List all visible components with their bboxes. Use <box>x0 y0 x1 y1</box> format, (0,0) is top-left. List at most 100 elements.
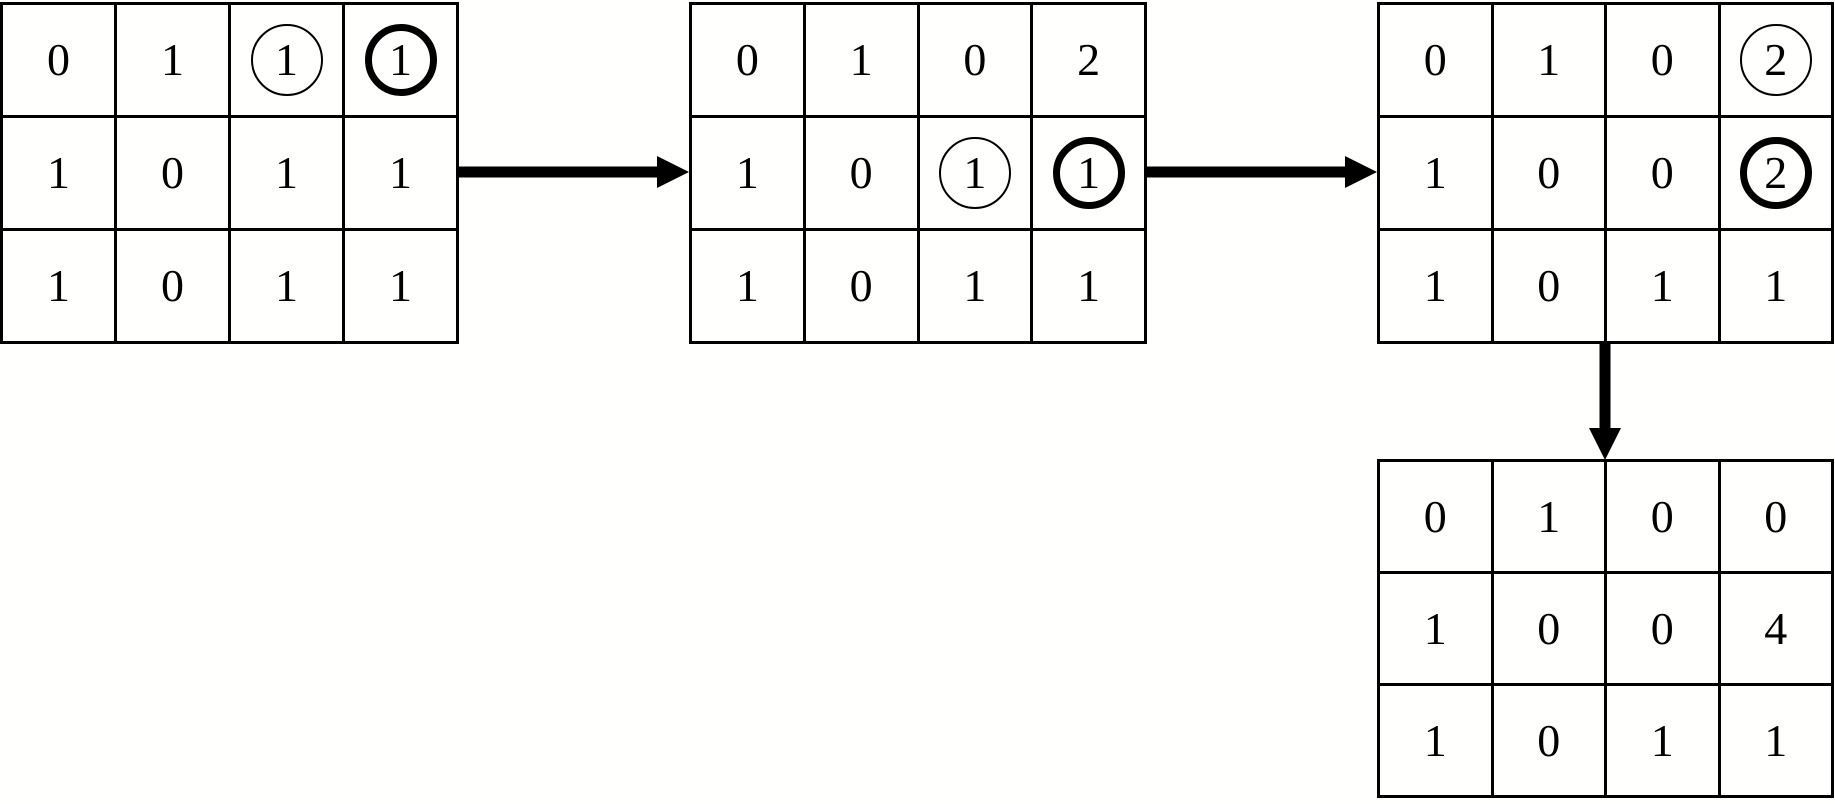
matrix-cell: 0 <box>1607 118 1721 231</box>
matrix-cell: 1 <box>1380 118 1494 231</box>
matrix-cell-value: 1 <box>1423 147 1447 198</box>
matrix-cell-value: 1 <box>735 260 759 311</box>
matrix-cell-value: 1 <box>963 147 987 198</box>
matrix-cell-value: 0 <box>1650 602 1674 654</box>
matrix-cell-value: 0 <box>1650 34 1674 85</box>
matrix-cell: 0 <box>1493 231 1607 344</box>
highlight-ring-thin-icon <box>250 24 323 96</box>
matrix-cell-value: 1 <box>47 147 70 198</box>
matrix-cell-value: 2 <box>1764 147 1788 198</box>
matrix-cell-value: 0 <box>1537 602 1561 654</box>
matrix-cell: 1 <box>692 231 806 344</box>
matrix-cell-value: 1 <box>161 34 184 85</box>
matrix-cell-value: 0 <box>1764 490 1788 542</box>
matrix-cell: 1 <box>231 5 345 118</box>
matrix-cell: 0 <box>117 118 231 231</box>
matrix-cell-value: 0 <box>1423 490 1447 542</box>
matrix-cell-value: 0 <box>1537 714 1561 766</box>
matrix-cell-value: 2 <box>1764 34 1788 85</box>
matrix-cell: 1 <box>3 118 117 231</box>
matrix-cell: 1 <box>1033 231 1147 344</box>
matrix-cell-value: 0 <box>47 34 70 85</box>
matrix-cell-value: 1 <box>1650 714 1674 766</box>
matrix-cell-value: 4 <box>1764 602 1788 654</box>
matrix-cell: 1 <box>919 231 1034 344</box>
matrix-cell: 0 <box>1380 5 1494 118</box>
matrix-cell: 0 <box>117 231 231 344</box>
matrix-cell: 0 <box>919 5 1034 118</box>
matrix-cell-value: 1 <box>1077 147 1101 198</box>
matrix-cell-value: 1 <box>389 147 412 198</box>
matrix-cell-value: 1 <box>47 260 70 311</box>
matrix-cell: 0 <box>1607 5 1721 118</box>
matrix-cell-value: 1 <box>389 34 412 85</box>
matrix-cell: 0 <box>692 5 806 118</box>
matrix-cell-value: 1 <box>275 147 298 198</box>
matrix-cell: 1 <box>231 231 345 344</box>
matrix-cell: 1 <box>345 118 459 231</box>
matrix-cell: 1 <box>1720 686 1834 798</box>
matrix-cell: 1 <box>1607 686 1721 798</box>
highlight-ring-thick-icon <box>1052 137 1125 209</box>
highlight-ring-thin-icon <box>1739 24 1812 96</box>
matrix-cell: 1 <box>805 5 920 118</box>
matrix-cell-value: 0 <box>1537 147 1561 198</box>
matrix-cell: 4 <box>1720 574 1834 686</box>
matrix-cell-value: 1 <box>1423 260 1447 311</box>
matrix-cell: 0 <box>805 118 920 231</box>
matrix-cell-value: 0 <box>735 34 759 85</box>
matrix-cell: 1 <box>1493 5 1607 118</box>
highlight-ring-thick-icon <box>1739 137 1812 209</box>
matrix-cell-value: 1 <box>849 34 873 85</box>
matrix-cell-value: 1 <box>1764 260 1788 311</box>
highlight-ring-thick-icon <box>364 24 437 96</box>
matrix-cell: 0 <box>1380 462 1494 574</box>
matrix-cell: 1 <box>345 231 459 344</box>
matrix-cell: 0 <box>1493 686 1607 798</box>
matrix-cell: 1 <box>1380 231 1494 344</box>
matrix-cell: 1 <box>692 118 806 231</box>
matrix-cell-value: 0 <box>1423 34 1447 85</box>
matrix-cell-value: 1 <box>1764 714 1788 766</box>
matrix-cell: 0 <box>1607 462 1721 574</box>
matrix-cell: 0 <box>3 5 117 118</box>
matrix-cell: 1 <box>1607 231 1721 344</box>
matrix-cell-value: 1 <box>1423 714 1447 766</box>
matrix-cell-value: 1 <box>275 34 298 85</box>
matrix-cell-value: 1 <box>735 147 759 198</box>
matrix-cell-value: 1 <box>1650 260 1674 311</box>
matrix-grid-4: 0 1 0 0 1 0 0 4 1 0 1 1 <box>1377 459 1834 798</box>
matrix-cell-value: 1 <box>275 260 298 311</box>
matrix-cell-value: 1 <box>1077 260 1101 311</box>
matrix-cell: 1 <box>231 118 345 231</box>
matrix-cell-value: 0 <box>1650 490 1674 542</box>
matrix-cell-value: 1 <box>1423 602 1447 654</box>
matrix-cell: 1 <box>919 118 1034 231</box>
arrow-right-icon-grid1-to-grid2 <box>459 155 689 189</box>
matrix-cell: 0 <box>1607 574 1721 686</box>
matrix-cell: 1 <box>1493 462 1607 574</box>
matrix-cell: 0 <box>1493 574 1607 686</box>
matrix-cell: 1 <box>1380 574 1494 686</box>
matrix-cell-value: 1 <box>963 260 987 311</box>
matrix-cell-value: 0 <box>849 260 873 311</box>
matrix-cell: 0 <box>1493 118 1607 231</box>
matrix-cell-value: 0 <box>963 34 987 85</box>
matrix-cell: 0 <box>1720 462 1834 574</box>
arrow-right-icon-grid2-to-grid3 <box>1147 155 1377 189</box>
matrix-cell: 0 <box>805 231 920 344</box>
matrix-cell: 1 <box>117 5 231 118</box>
matrix-cell-value: 0 <box>1537 260 1561 311</box>
matrix-cell-value: 1 <box>389 260 412 311</box>
matrix-cell-value: 0 <box>161 147 184 198</box>
matrix-cell: 1 <box>3 231 117 344</box>
matrix-cell: 1 <box>345 5 459 118</box>
matrix-cell: 1 <box>1380 686 1494 798</box>
arrow-down-icon-grid3-to-grid4 <box>1588 344 1622 460</box>
highlight-ring-thin-icon <box>938 137 1011 209</box>
matrix-cell-value: 1 <box>1537 490 1561 542</box>
matrix-cell-value: 1 <box>1537 34 1561 85</box>
